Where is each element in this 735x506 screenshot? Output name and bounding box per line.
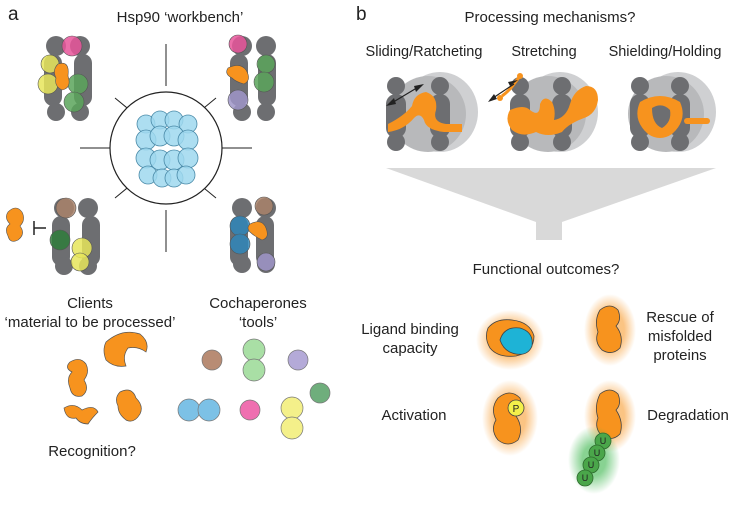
client-shape (63, 405, 99, 425)
cochaperone-blue-left (177, 398, 201, 422)
funnel (386, 168, 716, 240)
cochaperones-subtitle: ‘tools’ (239, 314, 277, 331)
inhibition-bar (33, 221, 46, 235)
client-shape (67, 359, 88, 397)
ubiquitin-label: U (600, 436, 607, 446)
rescue-line2: misfolded (648, 328, 712, 345)
recognition-label: Recognition? (48, 443, 136, 460)
hsp90-complex-top-right (226, 34, 276, 121)
ligand (499, 327, 533, 355)
clients-subtitle: ‘material to be processed’ (5, 314, 176, 331)
cochaperone-tools (177, 338, 331, 440)
panel-b-letter: b (356, 4, 367, 25)
panel-a-letter: a (8, 4, 19, 25)
hsp90-complex-bottom-right (229, 196, 276, 273)
cochaperone-green-top (242, 338, 266, 362)
ubiquitin-label: U (594, 448, 601, 458)
phosphate-icon (507, 399, 525, 417)
outcomes-title: Functional outcomes? (473, 261, 620, 278)
cochaperone-yellow-bottom (280, 416, 304, 440)
processing-title: Processing mechanisms? (465, 9, 636, 26)
cochaperone-green-bottom (242, 358, 266, 382)
clients-title: Clients (67, 295, 113, 312)
cochaperone-blue-right (197, 398, 221, 422)
workbench-circle (109, 91, 223, 205)
mechanism-stretching (488, 72, 598, 152)
hsp90-complex-top-left (37, 35, 92, 121)
free-client (6, 207, 24, 242)
client-proteins (63, 331, 148, 425)
ubiquitin-label: U (588, 460, 595, 470)
activation-label: Activation (381, 407, 446, 424)
cochaperone-brown (201, 349, 223, 371)
ubiquitin-label: U (582, 473, 589, 483)
degradation-glyph: U U U U (568, 380, 636, 494)
rescue-glyph (584, 294, 636, 366)
hsp90-blue-dimer (135, 110, 199, 188)
hsp90-complex-bottom-left (6, 197, 100, 275)
rescue-line1: Rescue of (646, 309, 714, 326)
ligand-binding-line1: Ligand binding (361, 321, 459, 338)
rescue-line3: proteins (653, 347, 706, 364)
cochaperone-dark-green (309, 382, 331, 404)
cochaperones-title: Cochaperones (209, 295, 307, 312)
workbench-hub (80, 44, 252, 252)
ligand-binding-line2: capacity (382, 340, 438, 357)
phosphate-label: P (513, 404, 520, 415)
activation-glyph: P (482, 380, 538, 456)
degradation-label: Degradation (647, 407, 729, 424)
cochaperone-yellow-top (280, 396, 304, 420)
client-shape (103, 331, 148, 367)
mechanism-sliding (386, 72, 478, 152)
client-shape (116, 389, 142, 422)
ubiquitin-icon (576, 469, 594, 487)
mechanism-shielding-label: Shielding/Holding (609, 44, 722, 60)
workbench-title: Hsp90 ‘workbench’ (117, 9, 244, 26)
mechanism-stretching-label: Stretching (511, 44, 576, 60)
ligand-binding-glyph (476, 310, 544, 370)
cochaperone-pink (239, 399, 261, 421)
mechanism-shielding (628, 72, 716, 152)
mechanism-sliding-label: Sliding/Ratcheting (366, 44, 483, 60)
cochaperone-purple (287, 349, 309, 371)
